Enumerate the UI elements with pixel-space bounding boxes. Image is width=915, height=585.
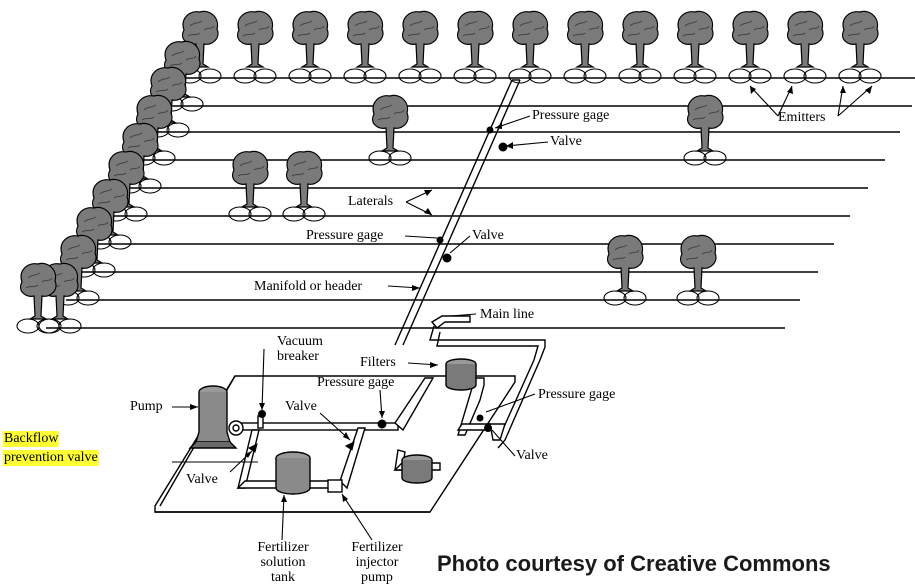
label-pressure-gage-low: Pressure gage: [317, 375, 395, 390]
label-fertilizer-tank-2: solution: [260, 555, 306, 570]
label-backflow-2: prevention valve: [3, 450, 99, 466]
label-filters: Filters: [360, 355, 396, 370]
label-pressure-gage-top: Pressure gage: [532, 108, 610, 123]
arrowheads: [190, 86, 872, 502]
photo-credit: Photo courtesy of Creative Commons: [437, 551, 831, 576]
label-pump: Pump: [130, 399, 163, 414]
tree-scattered: [228, 94, 727, 306]
label-manifold: Manifold or header: [254, 279, 363, 294]
fertilizer-tank-icon: [275, 451, 343, 495]
label-fertilizer-pump-3: pump: [361, 570, 393, 585]
label-backflow-1: Backflow: [3, 431, 60, 447]
label-valve-mid: Valve: [472, 228, 504, 243]
label-emitters: Emitters: [778, 110, 826, 125]
label-fertilizer-pump-1: Fertilizer: [351, 540, 403, 555]
pump-icon: [188, 385, 244, 449]
valve-icon: [248, 126, 508, 453]
label-valve-right: Valve: [516, 448, 548, 463]
label-pressure-gage-right: Pressure gage: [538, 387, 616, 402]
manifold-pipe: [394, 79, 521, 346]
tree-row-top: [178, 10, 882, 84]
label-laterals: Laterals: [348, 194, 394, 209]
label-fertilizer-tank-3: tank: [270, 570, 296, 585]
label-pressure-gage-mid: Pressure gage: [306, 228, 384, 243]
tree-row-left: [16, 40, 204, 334]
label-main-line: Main line: [480, 307, 535, 322]
label-valve-low: Valve: [285, 399, 317, 414]
filter-tank-icon: [401, 358, 477, 484]
label-vacuum-breaker-2: breaker: [277, 349, 319, 364]
label-vacuum-breaker-1: Vacuum: [277, 334, 323, 349]
main-line-pipe: [429, 315, 546, 449]
label-fertilizer-tank-1: Fertilizer: [257, 540, 309, 555]
label-valve-left: Valve: [186, 472, 218, 487]
label-fertilizer-pump-2: injector: [355, 555, 399, 570]
label-valve-top: Valve: [550, 134, 582, 149]
